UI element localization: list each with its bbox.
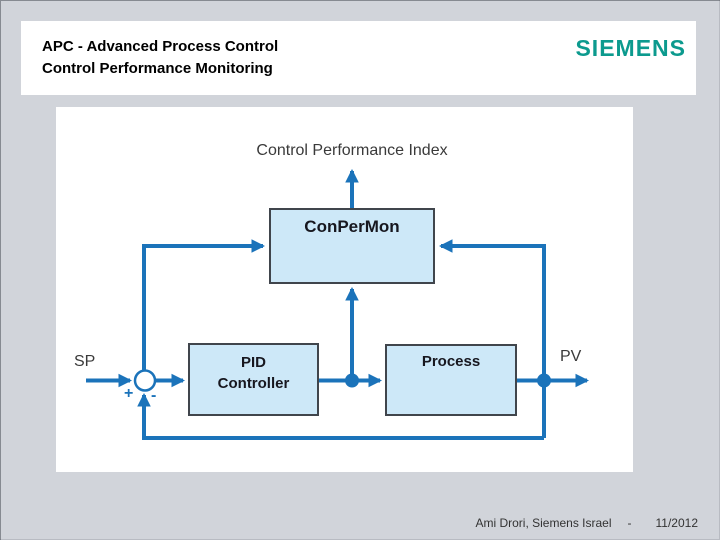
process-value-label: PV bbox=[560, 348, 582, 365]
slide-title: APC - Advanced Process Control Control P… bbox=[42, 36, 278, 80]
junction-dot-controller-output bbox=[345, 373, 359, 388]
conpermon-block: ConPerMon bbox=[269, 208, 435, 284]
footer-credit: Ami Drori, Siemens Israel - 11/2012 bbox=[475, 516, 698, 530]
process-block: Process bbox=[385, 344, 517, 416]
feedback-line bbox=[137, 392, 544, 440]
pid-controller-block: PID Controller bbox=[188, 343, 319, 416]
footer-author: Ami Drori, Siemens Israel bbox=[475, 516, 612, 530]
sp-to-conpermon-line bbox=[142, 239, 266, 370]
diagram-panel: Control Performance Index ConPerMon PID … bbox=[56, 107, 633, 472]
slide-title-line2: Control Performance Monitoring bbox=[42, 60, 273, 77]
footer-date: 11/2012 bbox=[655, 516, 699, 530]
sum-minus-sign: - bbox=[151, 387, 157, 404]
block-diagram-graphics bbox=[86, 168, 590, 440]
slide-title-line1: APC - Advanced Process Control bbox=[42, 38, 279, 55]
junction-dot-process-output bbox=[537, 373, 551, 388]
cpi-caption: Control Performance Index bbox=[256, 142, 448, 159]
header-bar: APC - Advanced Process Control Control P… bbox=[21, 21, 696, 95]
footer-separator: - bbox=[627, 516, 632, 530]
setpoint-label: SP bbox=[74, 353, 96, 370]
summing-junction-circle bbox=[133, 369, 157, 392]
siemens-logo: SIEMENS bbox=[575, 34, 686, 61]
sum-plus-sign: + bbox=[124, 385, 134, 402]
